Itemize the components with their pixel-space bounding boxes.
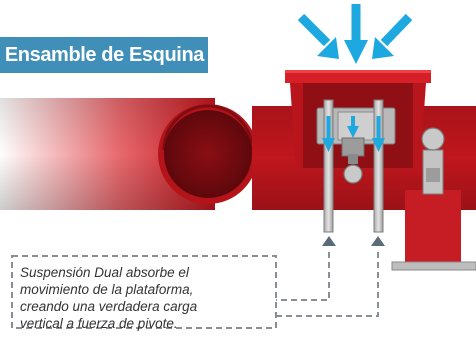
callout-text: Suspensión Dual absorbe el movimiento de…	[20, 265, 198, 331]
title-banner: Ensamble de Esquina	[4, 44, 205, 66]
suspension-rod-right	[373, 99, 384, 233]
callout-box	[11, 255, 277, 329]
callout-leaders	[276, 252, 379, 317]
down-arrow-icon	[297, 4, 413, 64]
pipe-opening	[158, 104, 258, 204]
pivot-assembly	[391, 127, 476, 271]
up-arrow-icon	[322, 236, 385, 246]
suspension-rod-left	[323, 99, 334, 233]
title-banner-background	[0, 35, 212, 75]
internal-load-arrows	[322, 116, 385, 152]
